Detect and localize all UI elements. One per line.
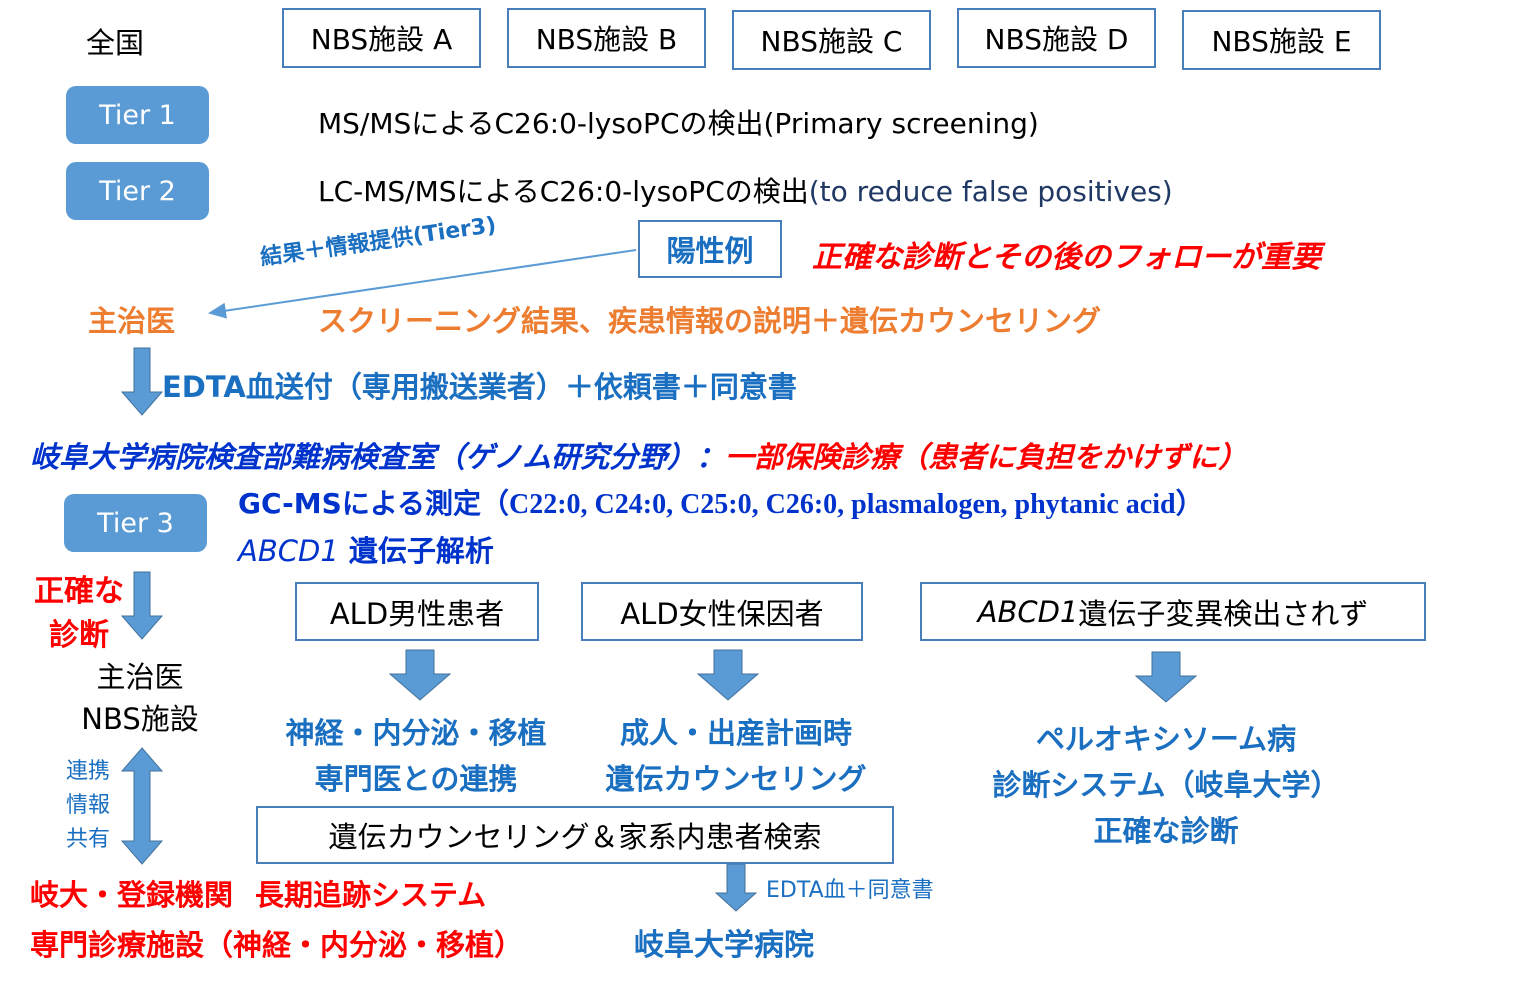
facility-c-box: NBS施設 C [732, 10, 931, 70]
male-down-arrow [388, 649, 452, 701]
followup-line2: 専門診療施設（神経・内分泌・移植） [30, 928, 524, 962]
nbs-text: NBS施設 [81, 702, 199, 736]
share-double-arrow [120, 747, 164, 865]
feedback-arrow [208, 249, 637, 319]
accurate-line2: 診断 [49, 618, 109, 653]
gcms-suffix: ） [1175, 487, 1204, 520]
facility-d-box: NBS施設 D [957, 8, 1156, 68]
female-result: 成人・出産計画時 遺伝カウンセリング [576, 710, 896, 802]
explanation-text: スクリーニング結果、疾患情報の説明＋遺伝カウンセリング [318, 304, 1102, 338]
male-result-line2: 専門医との連携 [314, 762, 518, 796]
gene-name: ABCD1 [238, 534, 339, 568]
no-mutation-result-line1: ペルオキシソーム病 [1035, 722, 1297, 756]
family-down-arrow [714, 863, 758, 912]
share-line3: 共有 [65, 827, 110, 852]
physician-nbs-label: 主治医 NBS施設 [64, 656, 216, 740]
followup-line1: 岐大・登録機関長期追跡システム [30, 872, 486, 914]
edta-consent-label: EDTA血＋同意書 [766, 878, 934, 903]
female-result-line1: 成人・出産計画時 [619, 716, 852, 750]
importance-note: 正確な診断とその後のフォローが重要 [812, 240, 1322, 275]
gcms-items: C22:0, C24:0, C25:0, C26:0, plasmalogen,… [509, 489, 1176, 520]
facility-e-box: NBS施設 E [1182, 10, 1381, 70]
tier2-note: (to reduce false positives) [808, 175, 1173, 208]
share-label: 連携 情報 共有 [56, 755, 120, 857]
male-patient-box: ALD男性患者 [295, 582, 539, 641]
gene-analysis-line: ABCD1 遺伝子解析 [238, 528, 494, 570]
male-result: 神経・内分泌・移植 専門医との連携 [256, 710, 576, 802]
accurate-line1: 正確な [34, 574, 124, 609]
tier1-badge: Tier 1 [66, 86, 209, 144]
gifu-lab-line: 岐阜大学病院検査部難病検査室（ゲノム研究分野）：一部保険診療（患者に負担をかけず… [30, 434, 1247, 476]
gcms-prefix: GC-MSによる測定（ [238, 487, 509, 520]
tier1-description: MS/MSによるC26:0-lysoPCの検出(Primary screenin… [318, 102, 1039, 142]
family-counseling-box: 遺伝カウンセリング＆家系内患者検索 [256, 806, 894, 864]
no-mutation-result: ペルオキシソーム病 診断システム（岐阜大学） 正確な診断 [946, 716, 1386, 854]
nation-label: 全国 [86, 26, 145, 60]
tier2-text: LC-MS/MSによるC26:0-lysoPCの検出 [318, 175, 809, 208]
tier1-text: MS/MSによるC26:0-lysoPCの検出 [318, 107, 764, 140]
no-mutation-text: 遺伝子変異検出されず [1078, 596, 1369, 631]
no-mutation-result-line2: 診断システム（岐阜大学） [992, 768, 1340, 802]
diagnosis-down-arrow [120, 571, 164, 640]
physician-label: 主治医 [88, 304, 176, 338]
facility-b-box: NBS施設 B [507, 8, 706, 68]
female-carrier-box: ALD女性保因者 [581, 582, 863, 641]
registry-text: 岐大・登録機関 [30, 878, 234, 912]
female-result-line2: 遺伝カウンセリング [605, 762, 867, 796]
accurate-diagnosis-label: 正確な 診断 [20, 570, 138, 658]
positive-case-box: 陽性例 [638, 220, 782, 278]
tier2-description: LC-MS/MSによるC26:0-lysoPCの検出(to reduce fal… [318, 170, 1173, 210]
none-down-arrow [1134, 651, 1198, 703]
no-mutation-gene: ABCD1 [977, 594, 1079, 629]
tier1-note: (Primary screening) [763, 107, 1039, 140]
tier2-badge: Tier 2 [66, 162, 209, 220]
gifu-hospital-label: 岐阜大学病院 [634, 928, 814, 963]
send-down-arrow [120, 347, 164, 416]
facility-a-box: NBS施設 A [282, 8, 481, 68]
longterm-text: 長期追跡システム [255, 878, 487, 912]
gcms-line: GC-MSによる測定（C22:0, C24:0, C25:0, C26:0, p… [238, 482, 1204, 522]
share-line1: 連携 [65, 759, 110, 784]
gifu-lab-text: 岐阜大学病院検査部難病検査室（ゲノム研究分野）： [30, 440, 726, 474]
share-line2: 情報 [65, 793, 110, 818]
blood-send-text: EDTA血送付（専用搬送業者）＋依頼書＋同意書 [162, 370, 797, 404]
physician-text: 主治医 [96, 660, 184, 694]
male-result-line1: 神経・内分泌・移植 [285, 716, 547, 750]
gene-text: 遺伝子解析 [338, 534, 494, 568]
female-down-arrow [696, 649, 760, 701]
no-mutation-result-line3: 正確な診断 [1093, 814, 1239, 848]
insurance-text: 一部保険診療（患者に負担をかけずに） [725, 440, 1248, 474]
tier3-badge: Tier 3 [64, 494, 207, 552]
